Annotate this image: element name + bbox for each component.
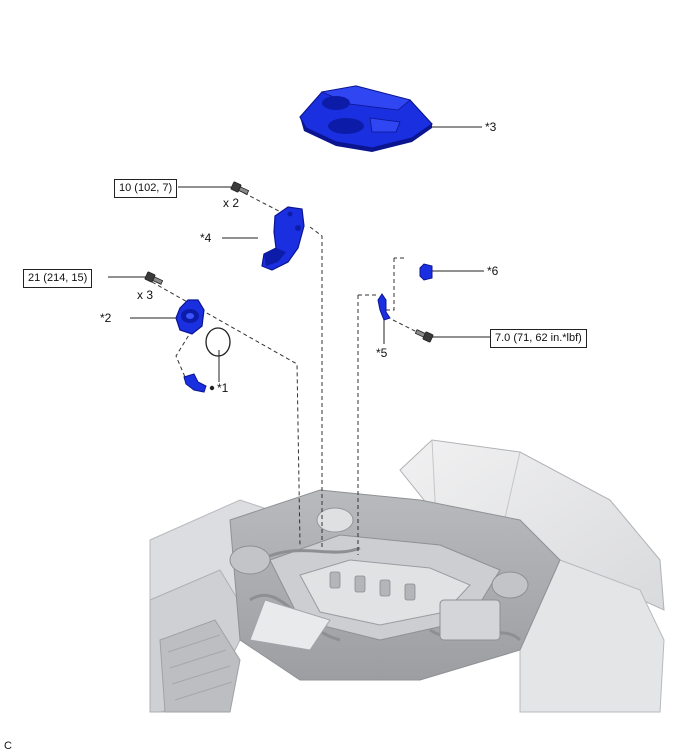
callout-label-5: *5: [376, 346, 388, 360]
torque-spec-box-4: 10 (102, 7): [114, 179, 178, 198]
cap-housing-part: [175, 299, 205, 335]
small-bracket-part: [377, 293, 391, 321]
bolt-icon: [414, 329, 434, 343]
bolt-icon: [230, 181, 250, 195]
callout-label-2: *2: [100, 311, 112, 325]
callout-label-3: *3: [485, 120, 497, 134]
o-ring-part: [205, 327, 231, 357]
quantity-label-bolts-4: x 2: [223, 196, 240, 210]
callout-label-4: *4: [200, 231, 212, 245]
torque-spec-box-2: 21 (214, 15): [23, 269, 93, 288]
callout-label-1: *1: [217, 381, 229, 395]
bolt-icon: [144, 271, 164, 285]
callout-label-6: *6: [487, 264, 499, 278]
vehicle-engine-bay: [149, 439, 665, 713]
torque-spec-box-5: 7.0 (71, 62 in.*lbf): [490, 329, 587, 348]
sensor-part: [183, 373, 215, 393]
engine-cover-part: [299, 85, 433, 152]
quantity-label-bolts-2: x 3: [137, 288, 154, 302]
figure-code: C: [4, 740, 12, 752]
solid-leader-lines: [108, 126, 490, 382]
dashed-leader-lines: [151, 192, 424, 555]
clip-part: [419, 263, 433, 281]
bracket-part: [261, 206, 305, 271]
